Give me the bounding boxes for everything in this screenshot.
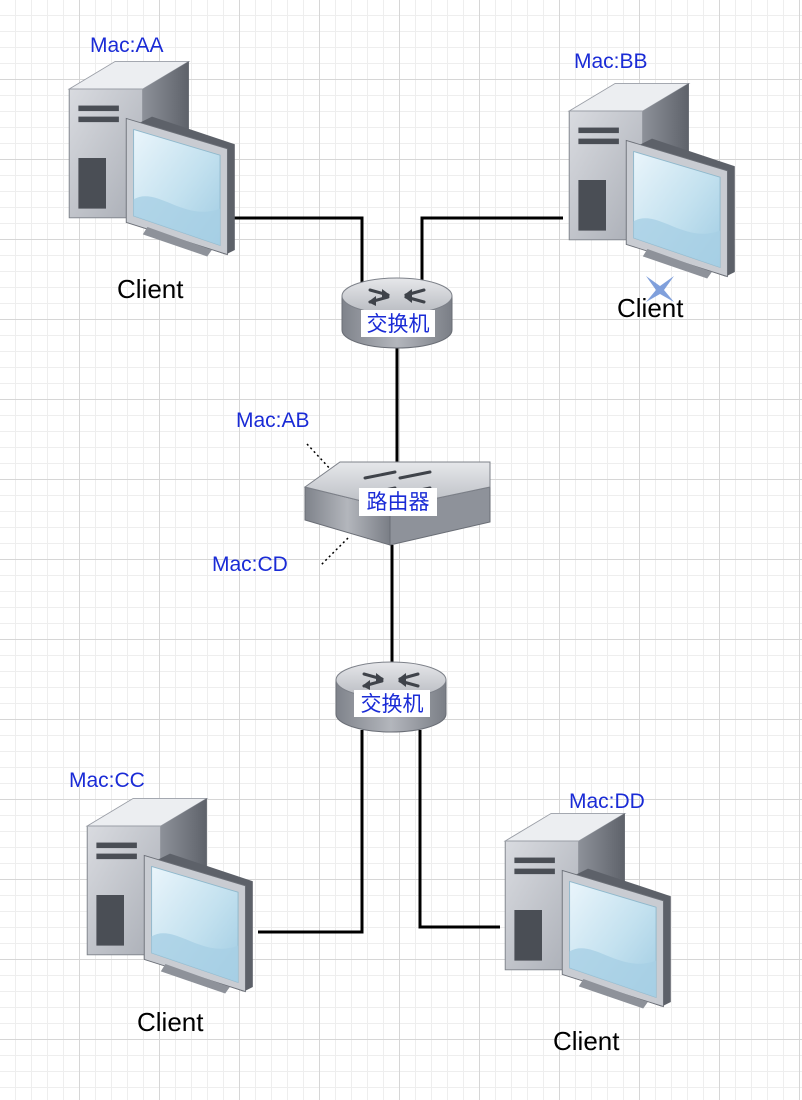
mac-label-dd: Mac:DD: [569, 790, 645, 813]
computer-icon: [86, 797, 254, 994]
mac-label-bb: Mac:BB: [574, 50, 648, 73]
client-label-aa: Client: [117, 274, 184, 304]
computer-icon: [568, 82, 736, 279]
client-label-dd: Client: [553, 1026, 620, 1056]
switch-bottom-label: 交换机: [361, 692, 424, 716]
switch-bottom[interactable]: 交换机: [334, 660, 448, 734]
switch-top-label: 交换机: [367, 312, 430, 336]
client-bb[interactable]: Mac:BB Client: [568, 50, 736, 323]
switch-top-label-bg: [361, 310, 435, 337]
mac-label-cc: Mac:CC: [69, 769, 145, 792]
client-label-cc: Client: [137, 1007, 204, 1037]
client-dd[interactable]: Mac:DD Client: [504, 790, 672, 1056]
computer-icon: [68, 60, 236, 257]
selection-marker-icon[interactable]: [646, 276, 674, 302]
link-lines: [205, 216, 563, 934]
switch-bottom-label-bg: [354, 690, 430, 717]
link-switch-cc: [258, 730, 364, 934]
mac-label-cd: Mac:CD: [212, 553, 288, 576]
leader-mac-cd: [319, 537, 349, 567]
dotted-leaders: [306, 443, 349, 567]
mac-label-ab: Mac:AB: [236, 409, 310, 432]
leader-mac-ab: [306, 443, 334, 473]
client-cc[interactable]: Mac:CC Client: [69, 769, 254, 1037]
switch-top[interactable]: 交换机: [340, 276, 454, 350]
link-bb-switch: [420, 216, 563, 285]
client-label-bb: Client: [617, 293, 684, 323]
link-aa-switch: [205, 216, 364, 285]
link-switch-dd: [418, 730, 500, 929]
computer-icon: [504, 812, 672, 1009]
mac-label-aa: Mac:AA: [90, 34, 164, 57]
router-label: 路由器: [367, 490, 430, 514]
router[interactable]: 路由器 Mac:AB Mac:CD: [212, 409, 491, 576]
router-label-bg: [359, 488, 437, 516]
client-aa[interactable]: Mac:AA Client: [68, 34, 236, 304]
